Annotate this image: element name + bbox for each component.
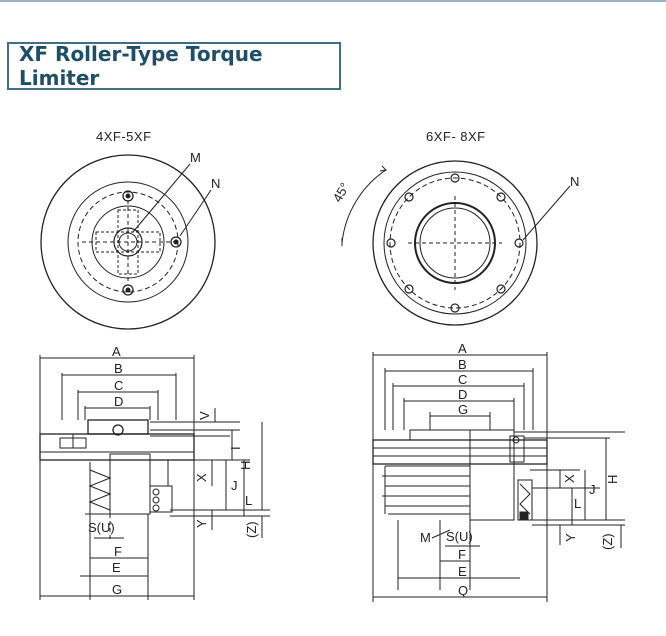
dim-c: C (114, 378, 123, 393)
dim-a: A (112, 344, 121, 359)
dim-l-right: L (574, 496, 581, 511)
left-side-view: A B C D V (39, 344, 270, 600)
dim-q-right: Q (458, 583, 468, 598)
label-m-right: M (420, 530, 431, 545)
right-caption: 6XF- 8XF (426, 129, 486, 144)
page-title: XF Roller-Type Torque Limiter (19, 42, 263, 90)
label-n: N (211, 176, 220, 191)
right-side-view: A B C D G (372, 341, 625, 602)
dim-su: S(U) (88, 520, 115, 535)
dim-f: F (114, 544, 122, 559)
dim-a-right: A (458, 341, 467, 356)
dim-z-right: (Z) (600, 533, 615, 550)
dim-y-right: Y (563, 533, 578, 542)
dim-d: D (114, 394, 123, 409)
dim-i: I (228, 446, 243, 450)
dim-l: L (245, 493, 252, 508)
right-top-view: 6XF- 8XF 45° N (330, 129, 579, 326)
dim-b: B (114, 361, 123, 376)
top-divider (0, 0, 666, 2)
dim-e: E (112, 560, 121, 575)
dim-f-right: F (458, 547, 466, 562)
dim-j-right: J (589, 482, 596, 497)
dim-d-right: D (458, 387, 467, 402)
dim-y: Y (194, 519, 209, 528)
dim-su-right: S(U) (446, 529, 473, 544)
dim-x: X (194, 473, 209, 482)
dim-z: (Z) (244, 521, 259, 538)
title-box: XF Roller-Type Torque Limiter (7, 42, 341, 90)
dim-x-right: X (562, 474, 577, 483)
label-m: M (190, 150, 201, 165)
dim-g-right: G (458, 402, 468, 417)
dim-g: G (112, 582, 122, 597)
dim-h-right: H (605, 475, 620, 484)
dim-b-right: B (458, 357, 467, 372)
dim-j: J (231, 478, 238, 493)
left-top-view: 4XF-5XF M N (40, 129, 220, 330)
dim-e-right: E (458, 564, 467, 579)
left-caption: 4XF-5XF (96, 129, 152, 144)
angle-label: 45° (330, 180, 353, 205)
dim-c-right: C (458, 372, 467, 387)
dim-v: V (197, 411, 212, 420)
dim-h: H (238, 461, 253, 470)
label-n-right: N (570, 174, 579, 189)
